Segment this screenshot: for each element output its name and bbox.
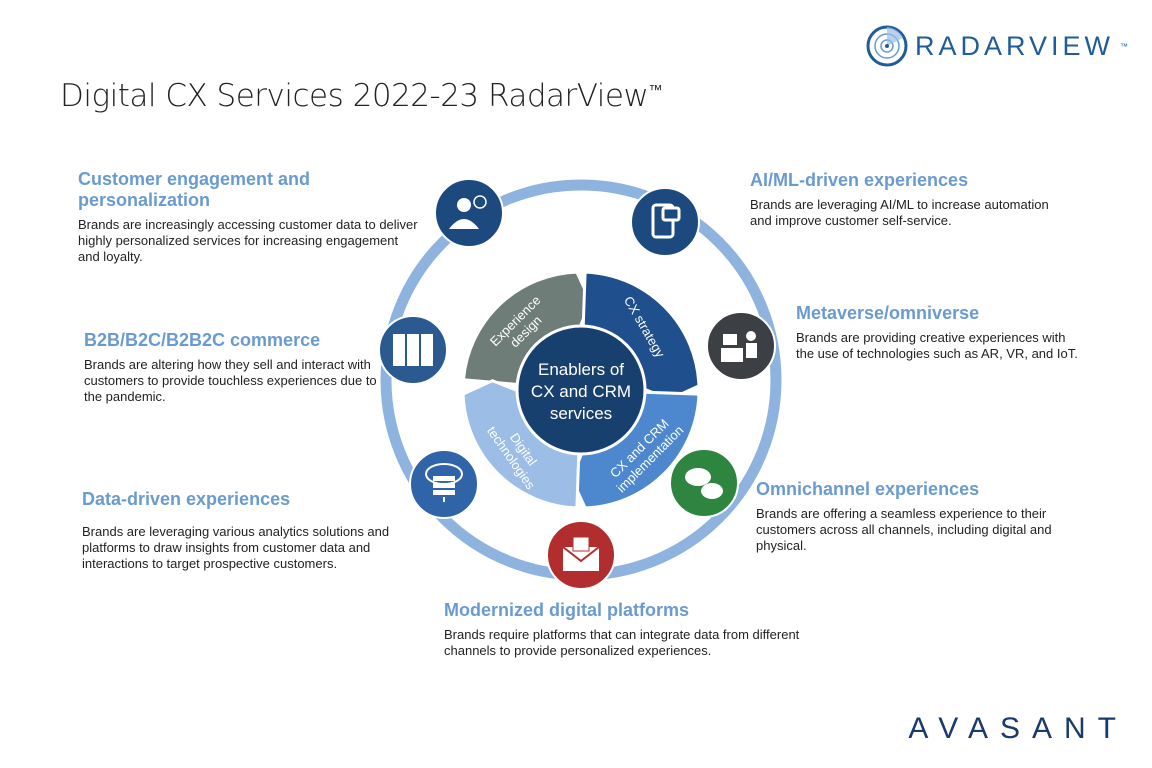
- block-text: Brands are leveraging AI/ML to increase …: [750, 197, 1049, 228]
- block-text: Brands are leveraging various analytics …: [82, 524, 390, 571]
- block-heading: Metaverse/omniverse: [796, 303, 980, 323]
- radarview-logo: RADARVIEW ™: [865, 24, 1128, 68]
- envelope-icon: [546, 520, 616, 590]
- block-text: Brands are altering how they sell and in…: [84, 357, 377, 404]
- title-text: Digital CX Services 2022-23 RadarView: [60, 78, 649, 114]
- logo-tm: ™: [1120, 41, 1128, 51]
- block-text: Brands are providing creative experience…: [796, 330, 1078, 361]
- block-heading: Modernized digital platforms: [444, 600, 690, 620]
- logo-text: RADARVIEW: [914, 30, 1114, 61]
- block-text: Brands are offering a seamless experienc…: [756, 506, 1052, 553]
- center-label: CX and CRM: [531, 382, 631, 401]
- workstation-icon: [706, 311, 776, 381]
- person-analytics-icon: [434, 178, 504, 248]
- page-title: Digital CX Services 2022-23 RadarView™: [60, 78, 662, 114]
- title-tm: ™: [648, 82, 662, 99]
- server-rack-icon: [378, 315, 448, 385]
- center-circle: [515, 324, 647, 456]
- block-heading: Data-driven experiences: [82, 489, 291, 509]
- tablet-chat-icon: [630, 187, 700, 257]
- center-label: services: [550, 404, 612, 423]
- chat-bubbles-icon: [669, 448, 739, 518]
- avasant-logo: AVASANT: [908, 712, 1128, 745]
- block-heading: B2B/B2C/B2B2C commerce: [84, 330, 321, 350]
- radar-icon: [866, 25, 908, 67]
- block-heading: Customer engagement and personalization: [78, 169, 311, 210]
- block-text: Brands require platforms that can integr…: [444, 627, 800, 658]
- center-label: Enablers of: [538, 360, 624, 379]
- block-text: Brands are increasingly accessing custom…: [78, 217, 418, 264]
- block-heading: Omnichannel experiences: [756, 479, 980, 499]
- block-heading: AI/ML-driven experiences: [750, 170, 969, 190]
- cloud-server-icon: [409, 449, 479, 519]
